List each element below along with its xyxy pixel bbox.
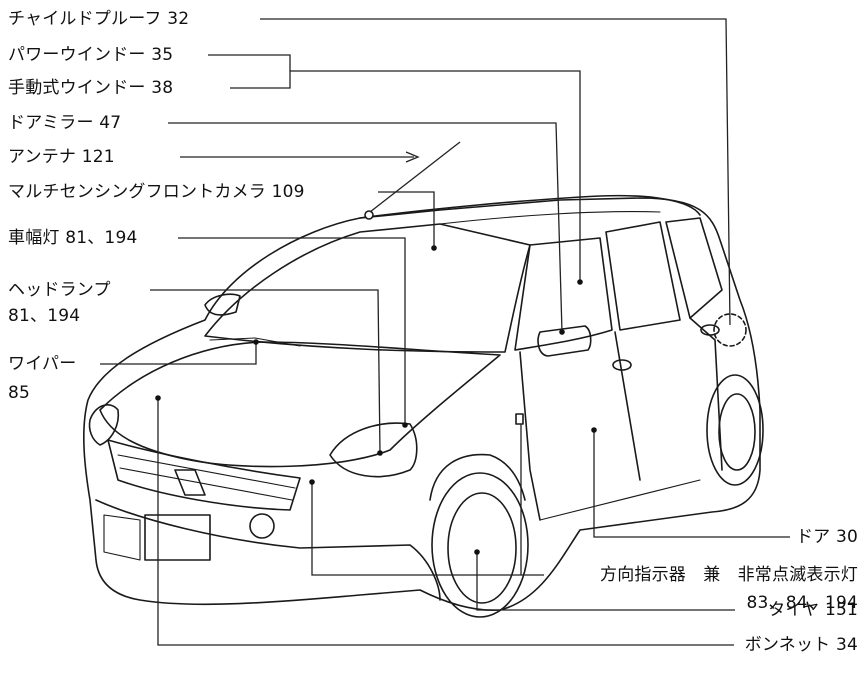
roof-rail: [359, 194, 701, 219]
child-lock-marker: [713, 313, 747, 347]
right-headlamp: [329, 422, 418, 478]
leader-door: [593, 430, 790, 538]
antenna-mast: [369, 141, 461, 213]
dot-door-mirror: [559, 329, 565, 335]
front-door-handle: [612, 359, 632, 371]
side-turn-signal: [515, 413, 524, 425]
license-plate: [144, 514, 211, 561]
leader-headlamp: [150, 289, 381, 454]
label-turn-signal-pages: 83、84、194: [746, 593, 858, 613]
front-door-line: [519, 351, 541, 521]
rear-door-line: [614, 331, 641, 481]
label-power-window: パワーウインドー 35: [8, 45, 174, 65]
windshield: [204, 223, 531, 353]
leader-side-lamp: [178, 237, 406, 425]
rear-wheel: [706, 374, 764, 486]
side-mirror: [537, 325, 592, 357]
label-wiper-pages: 85: [8, 383, 31, 403]
grille-emblem: [174, 469, 206, 496]
leader-power-window: [208, 54, 291, 71]
front-wheel-arch: [429, 453, 526, 501]
grille-bar-2: [119, 467, 293, 501]
door-sill: [539, 479, 701, 521]
antenna-arrowhead: [405, 151, 420, 163]
label-tire: タイヤ 151: [768, 600, 858, 620]
lower-intake: [103, 514, 141, 561]
label-bonnet: ボンネット 34: [744, 635, 858, 655]
grille-bar-1: [117, 454, 296, 489]
car-body-outline: [83, 197, 761, 611]
left-headlamp: [88, 404, 120, 446]
label-child-lock: チャイルドプルーフ 32: [8, 9, 190, 29]
label-camera: マルチセンシングフロントカメラ 109: [8, 182, 305, 202]
rear-door-handle: [700, 324, 720, 336]
front-wheel: [431, 472, 529, 618]
leader-wiper: [100, 342, 257, 365]
label-manual-window: 手動式ウインドー 38: [8, 78, 174, 98]
dot-tire: [474, 549, 480, 555]
leader-camera: [378, 191, 435, 248]
front-wheel-rim: [447, 492, 517, 604]
rear-wheel-rim: [718, 393, 756, 471]
fog-lamp: [249, 513, 275, 539]
leader-door-mirror: [168, 122, 563, 333]
label-side-lamp: 車幅灯 81、194: [8, 228, 138, 248]
dot-bonnet: [155, 395, 161, 401]
wiper-blade: [209, 337, 301, 347]
dot-power-window: [577, 279, 583, 285]
leader-turn-signal: [311, 482, 544, 576]
label-door: ドア 30: [795, 527, 858, 547]
dot-camera: [431, 245, 437, 251]
label-wiper: ワイパー: [8, 354, 77, 374]
front-bumper: [95, 499, 441, 601]
leader-manual-window: [230, 70, 581, 282]
dot-side-lamp: [402, 422, 408, 428]
label-antenna: アンテナ 121: [8, 147, 115, 167]
leader-tire: [476, 552, 735, 611]
label-door-mirror: ドアミラー 47: [8, 113, 122, 133]
rear-side-window: [605, 221, 681, 331]
quarter-window: [665, 217, 723, 319]
label-headlamp: ヘッドランプ: [8, 280, 111, 300]
leader-bonnet: [157, 398, 734, 646]
dot-wiper: [253, 339, 259, 345]
roof-line: [439, 211, 661, 225]
label-turn-signal: 方向指示器 兼 非常点滅表示灯: [600, 565, 858, 585]
leader-child-lock: [260, 18, 731, 326]
left-mirror: [204, 293, 241, 316]
dot-door: [591, 427, 597, 433]
camera-marker: [364, 210, 374, 220]
dot-turn-signal: [309, 479, 315, 485]
front-side-window: [514, 237, 613, 351]
label-headlamp-pages: 81、194: [8, 306, 81, 326]
dot-headlamp: [377, 450, 383, 456]
